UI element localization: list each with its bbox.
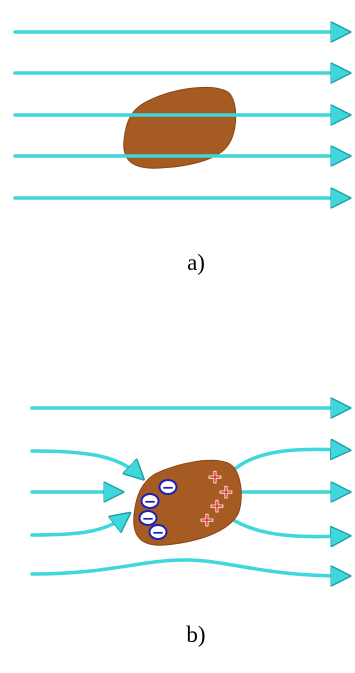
field-line-b4-in [30,516,126,537]
plus-sign-icon: + [209,495,225,517]
minus-sign-icon: − [152,524,165,542]
negative-charge: − [140,493,160,511]
negative-charge: − [158,479,178,497]
plus-sign-icon: + [199,509,215,531]
polarized-body [133,459,242,546]
plus-sign-icon: + [207,466,223,488]
panel-b: − − − − + + + + [30,408,345,576]
panel-a [13,32,345,198]
negative-charge: − [138,510,158,528]
minus-sign-icon: − [162,479,175,497]
field-line-b5 [30,558,345,576]
minus-sign-icon: − [144,493,157,511]
panel-b-label: b) [186,622,206,647]
negative-charge: − [148,524,168,542]
minus-sign-icon: − [142,510,155,528]
panel-a-label: a) [187,250,205,275]
field-line-b4-out [228,516,345,537]
field-line-b2-in [30,449,140,476]
plus-sign-icon: + [218,481,234,503]
field-line-b2-out [234,449,345,470]
